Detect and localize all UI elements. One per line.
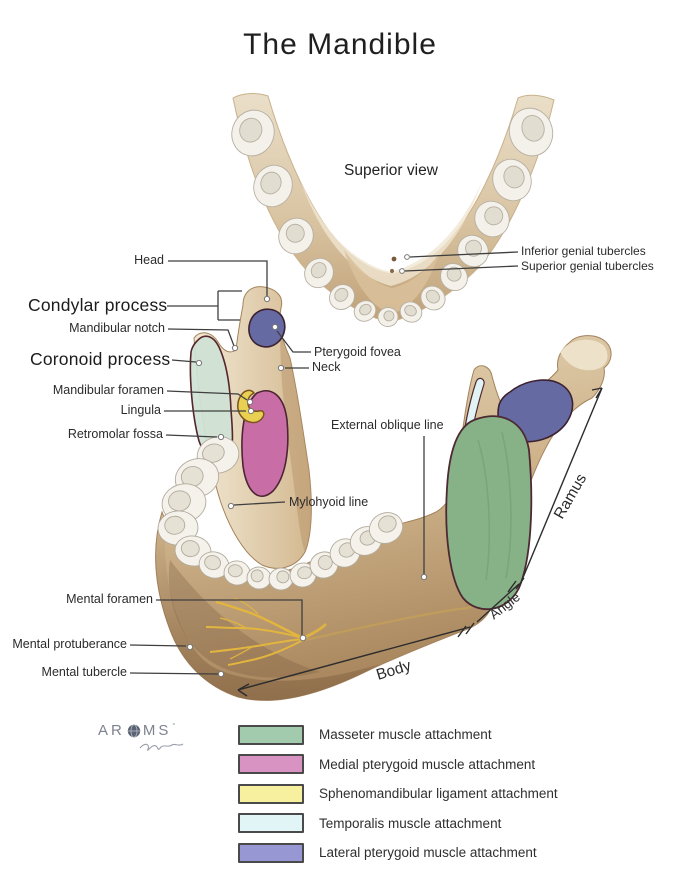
label-mylohyoid-line: Mylohyoid line bbox=[289, 495, 369, 509]
aroms-logo: AR MS° bbox=[98, 722, 178, 739]
label-mandibular-foramen: Mandibular foramen bbox=[52, 383, 164, 397]
right-condyle-highlight bbox=[560, 339, 608, 371]
legend-label: Medial pterygoid muscle attachment bbox=[319, 756, 536, 772]
lateral-pterygoid-swatch bbox=[238, 842, 304, 863]
mental-nerve bbox=[205, 597, 328, 666]
masseter-swatch bbox=[238, 724, 304, 745]
masseter-texture bbox=[477, 431, 512, 581]
label-superior-genial-tubercles: Superior genial tubercles bbox=[521, 259, 654, 273]
legend-row-masseter: Masseter muscle attachment bbox=[238, 724, 558, 745]
main-teeth bbox=[157, 436, 404, 591]
leader-lines bbox=[129, 251, 519, 675]
label-retromolar-fossa: Retromolar fossa bbox=[67, 427, 163, 441]
label-mandibular-notch: Mandibular notch bbox=[69, 321, 165, 335]
main-mandible-drawing bbox=[155, 286, 612, 701]
left-ramus-shade bbox=[279, 308, 312, 552]
legend-label: Masseter muscle attachment bbox=[319, 727, 492, 742]
superior-front-bone bbox=[344, 250, 440, 314]
label-neck: Neck bbox=[312, 360, 341, 374]
dimension-lines bbox=[237, 387, 603, 697]
label-condylar-process: Condylar process bbox=[28, 295, 168, 315]
legend-row-lateral-pterygoid: Lateral pterygoid muscle attachment bbox=[238, 842, 558, 863]
label-inferior-genial-tubercles: Inferior genial tubercles bbox=[521, 244, 646, 258]
superior-view-drawing bbox=[231, 93, 555, 327]
logo-text-left: AR bbox=[98, 722, 125, 739]
medial-pterygoid-swatch bbox=[238, 754, 304, 775]
legend-row-sphenomandibular: Sphenomandibular ligament attachment bbox=[238, 783, 558, 804]
page-title: The Mandible bbox=[243, 28, 437, 61]
signature-scribble bbox=[139, 743, 184, 751]
logo-registered-mark: ° bbox=[172, 723, 179, 730]
legend-label: Lateral pterygoid muscle attachment bbox=[319, 845, 537, 861]
legend-label: Sphenomandibular ligament attachment bbox=[319, 786, 558, 802]
legend-label: Temporalis muscle attachment bbox=[319, 815, 502, 831]
legend-row-medial-pterygoid: Medial pterygoid muscle attachment bbox=[238, 754, 558, 775]
genial-pit-superior bbox=[389, 268, 395, 274]
legend-row-temporalis: Temporalis muscle attachment bbox=[238, 813, 558, 834]
label-lingula: Lingula bbox=[120, 403, 161, 417]
logo-text-right: MS bbox=[142, 722, 172, 739]
leader-dots bbox=[186, 254, 428, 678]
genial-pit-inferior bbox=[391, 256, 397, 262]
label-mental-tubercle: Mental tubercle bbox=[41, 665, 127, 679]
label-head: Head bbox=[134, 253, 164, 267]
label-external-oblique-line: External oblique line bbox=[331, 418, 444, 432]
legend: Masseter muscle attachment Medial pteryg… bbox=[238, 724, 558, 872]
label-pterygoid-fovea: Pterygoid fovea bbox=[314, 345, 401, 359]
label-mental-protuberance: Mental protuberance bbox=[12, 637, 127, 651]
lateral-pterygoid-region-left bbox=[248, 308, 286, 348]
label-mental-foramen: Mental foramen bbox=[66, 592, 153, 606]
superior-teeth bbox=[231, 107, 554, 327]
sphenomandibular-swatch bbox=[238, 783, 304, 804]
globe-icon bbox=[127, 723, 141, 738]
label-coronoid-process: Coronoid process bbox=[30, 349, 171, 369]
temporalis-swatch bbox=[238, 813, 304, 834]
chin-texture bbox=[168, 560, 320, 678]
superior-view-label: Superior view bbox=[344, 162, 438, 179]
